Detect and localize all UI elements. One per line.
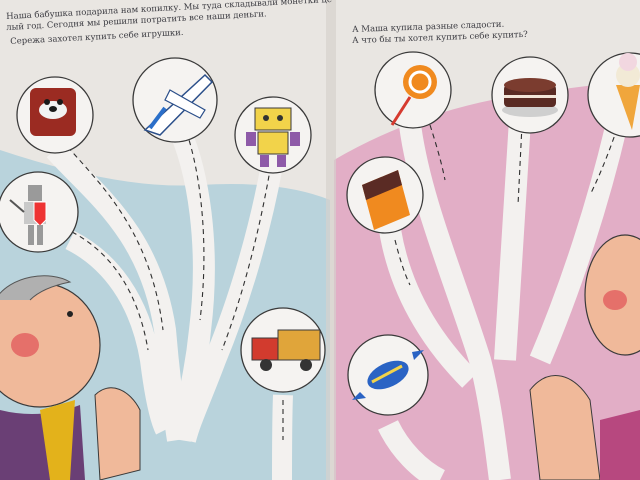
truck-toy-circle	[240, 307, 326, 393]
ice-cream-circle	[587, 52, 640, 138]
right-paths	[378, 107, 631, 480]
candy-circle	[347, 334, 429, 416]
robot-toy-icon	[254, 107, 292, 131]
girl-character	[529, 234, 640, 480]
boy-character	[0, 275, 141, 480]
chocolate-bar-circle	[346, 156, 424, 234]
ice-cream-icon	[616, 85, 640, 130]
dog-toy-circle	[16, 76, 94, 154]
knight-toy-circle	[0, 171, 79, 253]
airplane-toy-circle	[132, 57, 218, 143]
robot-toy-circle	[234, 96, 312, 174]
lollipop-circle	[374, 51, 452, 129]
truck-toy-icon	[277, 329, 321, 361]
lollipop-icon	[403, 65, 437, 99]
knight-toy-icon	[28, 185, 42, 201]
cake-circle	[491, 56, 569, 134]
right-path-dashes	[394, 119, 621, 286]
book-spine	[326, 0, 336, 480]
